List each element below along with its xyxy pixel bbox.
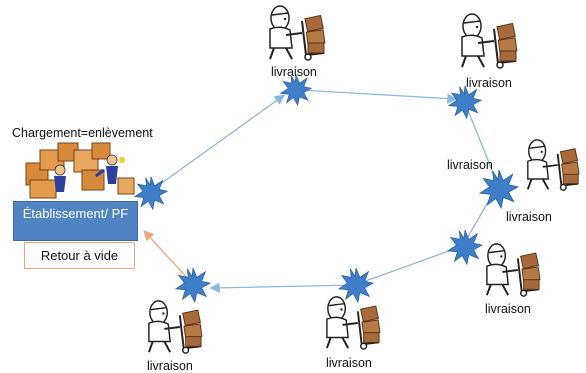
cargo-label: Chargement=enlèvement xyxy=(12,126,153,140)
route-stop-1-to-stop-2 xyxy=(299,89,458,104)
establishment-box: Établissement/ PF xyxy=(13,201,138,241)
courier-icon-1 xyxy=(269,5,326,61)
burst-stop-6 xyxy=(175,267,211,303)
warehouse-loading-icon xyxy=(25,142,135,199)
stop-label-2: livraison xyxy=(466,76,512,90)
return-empty-box: Retour à vide xyxy=(24,242,135,269)
route-stop-5-to-stop-6 xyxy=(209,282,357,294)
stop-label-4: livraison xyxy=(506,210,552,224)
route-stop-2-to-stop-3 xyxy=(464,102,495,176)
burst-stop-4 xyxy=(447,229,483,265)
courier-icon-2 xyxy=(461,13,518,69)
stop-label-1: livraison xyxy=(271,65,317,79)
courier-icon-5 xyxy=(325,295,381,351)
stop-label-7: livraison xyxy=(147,359,193,373)
stop-label-3: livraison xyxy=(447,158,493,172)
courier-icon-3 xyxy=(526,138,580,192)
courier-icon-4 xyxy=(485,242,541,298)
stop-label-5: livraison xyxy=(485,302,531,316)
burst-stop-1 xyxy=(280,74,312,106)
route-stop-4-to-stop-5 xyxy=(359,246,461,284)
courier-icon-6 xyxy=(147,299,203,355)
burst-stop-3 xyxy=(479,169,519,209)
stop-label-6: livraison xyxy=(326,356,372,370)
return-route xyxy=(143,230,193,284)
burst-stop-5 xyxy=(338,267,374,303)
burst-stop-2 xyxy=(448,85,482,119)
route-hub-to-stop-1 xyxy=(151,94,286,191)
burst-hub xyxy=(134,176,168,210)
